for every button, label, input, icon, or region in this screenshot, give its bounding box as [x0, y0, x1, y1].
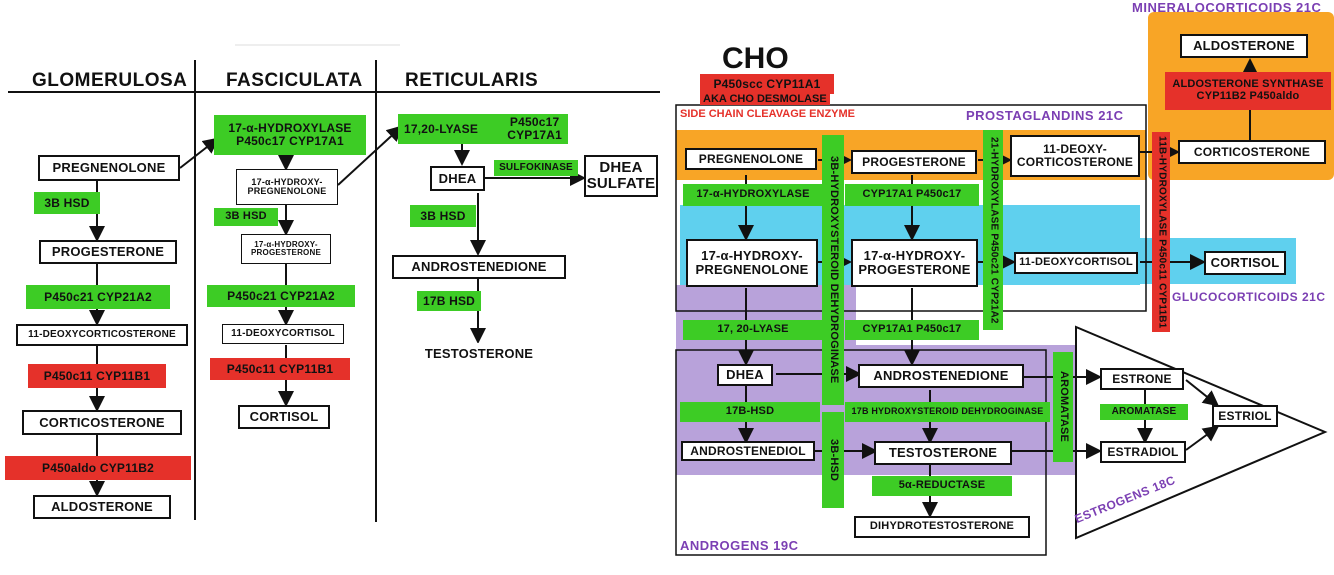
cortisol-box: CORTISOL — [1204, 251, 1286, 275]
ret-17b-hsd: 17B HSD — [417, 291, 481, 311]
p450scc-box: P450scc CYP11A1 — [700, 74, 834, 94]
11-deoxycortisol-box: 11-DEOXYCORTISOL — [1014, 252, 1138, 274]
ret-3b-hsd: 3B HSD — [410, 205, 476, 227]
header-fasciculata: FASCICULATA — [226, 70, 363, 91]
ret-dhea: DHEA — [430, 166, 485, 191]
fasc-p450c21: P450c21 CYP21A2 — [207, 285, 355, 307]
glom-3b-hsd: 3B HSD — [34, 192, 100, 214]
ret-sulfokinase: SULFOKINASE — [494, 160, 578, 176]
glom-progesterone: PROGESTERONE — [39, 240, 177, 264]
ret-androstenedione: ANDROSTENEDIONE — [392, 255, 566, 279]
fasc-11-deoxycortisol: 11-DEOXYCORTISOL — [222, 324, 344, 344]
glom-p450aldo: P450aldo CYP11B2 — [5, 456, 191, 480]
ret-17-20-lyase: 17,20-LYASE P450c17 CYP17A1 — [398, 114, 568, 144]
mineralocorticoids-label: MINERALOCORTICOIDS 21C — [1132, 0, 1322, 15]
17a-hydroxylase-left: 17-α-HYDROXYLASE — [683, 184, 823, 206]
cyp17a1-p450c17-top: CYP17A1 P450c17 — [845, 184, 979, 206]
fasc-17a-hydroxy-pregnenolone: 17-α-HYDROXY- PREGNENOLONE — [236, 169, 338, 205]
17a-hydroxy-progesterone-box: 17-α-HYDROXY- PROGESTERONE — [851, 239, 978, 287]
fasc-p450c11: P450c11 CYP11B1 — [210, 358, 350, 380]
scc-label: SIDE CHAIN CLEAVAGE ENZYME — [680, 108, 855, 120]
pregnenolone-box: PREGNENOLONE — [685, 148, 817, 170]
fasc-17a-hydroxy-progesterone: 17-α-HYDROXY- PROGESTERONE — [241, 234, 331, 264]
fasc-3b-hsd: 3B HSD — [214, 208, 278, 226]
21-hydroxylase-strip: 21-HYDROXYLASE P450c21 CYP21A2 — [983, 130, 1003, 330]
glom-corticosterone: CORTICOSTERONE — [22, 410, 182, 435]
glucocorticoids-label: GLUCOCORTICOIDS 21C — [1172, 290, 1326, 304]
aromatase-box: AROMATASE — [1100, 404, 1188, 420]
3b-hsd-strip-lower: 3B-HSD — [822, 412, 844, 508]
cyp17a1-p450c17-lyase: CYP17A1 P450c17 — [845, 320, 979, 340]
aromatase-strip: AROMATASE — [1053, 352, 1073, 462]
header-glomerulosa: GLOMERULOSA — [32, 70, 188, 91]
aldosterone-box: ALDOSTERONE — [1180, 34, 1308, 58]
11b-hydroxylase-strip: 11B-HYDROXYLASE P450c11 CYP11B1 — [1152, 132, 1170, 332]
3b-hydroxysteroid-dehydrogenase-strip: 3B-HYDROXYSTEROID DEHYDROGINASE — [822, 135, 844, 405]
androstenedione-box: ANDROSTENEDIONE — [858, 364, 1024, 388]
prostaglandins-label: PROSTAGLANDINS 21C — [966, 108, 1124, 123]
estradiol-box: ESTRADIOL — [1100, 441, 1186, 463]
17-20-lyase-box: 17, 20-LYASE — [683, 320, 823, 340]
estrone-box: ESTRONE — [1100, 368, 1184, 390]
aka-cho-desmolase: AKA CHO DESMOLASE — [700, 93, 830, 105]
glom-aldosterone: ALDOSTERONE — [33, 495, 171, 519]
17a-hydroxy-pregnenolone-box: 17-α-HYDROXY- PREGNENOLONE — [686, 239, 818, 287]
header-reticularis: RETICULARIS — [405, 70, 539, 91]
fasc-cortisol: CORTISOL — [238, 405, 330, 429]
deoxycorticosterone-box: 11-DEOXY- CORTICOSTERONE — [1010, 135, 1140, 177]
17b-hsd-left: 17B-HSD — [680, 402, 820, 422]
androstenediol-box: ANDROSTENEDIOL — [681, 441, 815, 461]
ret-testosterone: TESTOSTERONE — [405, 343, 553, 365]
glom-pregnenolone: PREGNENOLONE — [38, 155, 180, 181]
corticosterone-box: CORTICOSTERONE — [1178, 140, 1326, 164]
testosterone-box: TESTOSTERONE — [874, 441, 1012, 465]
dihydrotestosterone-box: DIHYDROTESTOSTERONE — [854, 516, 1030, 538]
progesterone-box: PROGESTERONE — [851, 150, 977, 174]
glom-p450c11: P450c11 CYP11B1 — [28, 364, 166, 388]
cho-label: CHO — [722, 42, 789, 75]
5a-reductase-box: 5α-REDUCTASE — [872, 476, 1012, 496]
glom-deoxycorticosterone: 11-DEOXYCORTICOSTERONE — [16, 324, 188, 346]
aldosterone-synthase-box: ALDOSTERONE SYNTHASE CYP11B2 P450aldo — [1165, 72, 1331, 110]
17b-hydroxysteroid-dehydrogenase: 17B HYDROXYSTEROID DEHYDROGINASE — [845, 402, 1050, 422]
estriol-box: ESTRIOL — [1212, 405, 1278, 427]
ret-lyase-label: 17,20-LYASE — [404, 121, 479, 136]
fasc-17a-hydroxylase: 17-α-HYDROXYLASE P450c17 CYP17A1 — [214, 115, 366, 155]
androgens-label: ANDROGENS 19C — [680, 538, 799, 553]
glom-p450c21: P450c21 CYP21A2 — [26, 285, 170, 309]
dhea-box: DHEA — [717, 364, 773, 386]
ret-dhea-sulfate: DHEA SULFATE — [584, 155, 658, 197]
ret-lyase-enzyme: P450c17 CYP17A1 — [507, 115, 562, 142]
